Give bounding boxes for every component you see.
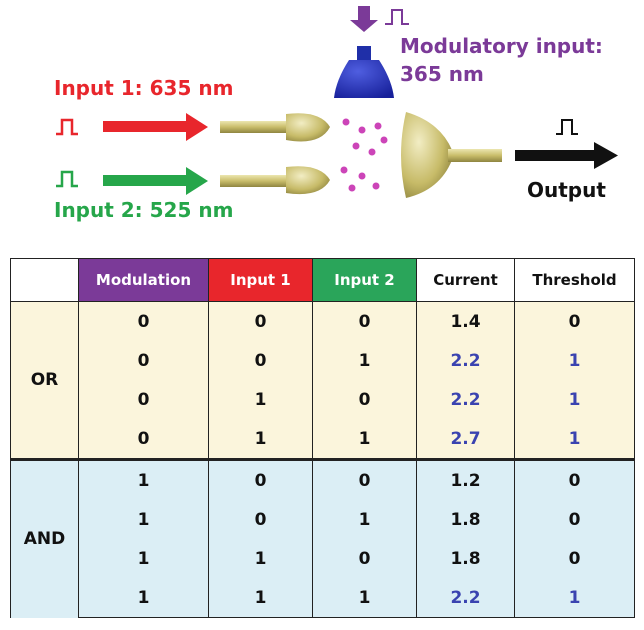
postsynaptic-terminal: [401, 112, 502, 198]
cell-input2: 1: [312, 578, 417, 618]
cell-threshold: 1: [514, 380, 635, 419]
group-label-and: AND: [10, 458, 79, 618]
cell-input1: 1: [208, 419, 313, 460]
table-row: 1 1 0 1.8 0: [11, 539, 635, 578]
table-row: AND 1 0 0 1.2 0: [10, 458, 635, 618]
header-input2: Input 2: [312, 258, 417, 302]
truth-table: Modulation Input 1 Input 2 Current Thres…: [10, 258, 635, 618]
table-row: 0 0 1 2.2 1: [11, 341, 635, 380]
input2-label: Input 2: 525 nm: [54, 198, 234, 222]
input1-label: Input 1: 635 nm: [54, 76, 234, 100]
cell-current: 2.7: [416, 419, 515, 460]
modulatory-label-line2: 365 nm: [400, 62, 484, 86]
cell-threshold: 0: [514, 500, 635, 539]
input2-pulse-icon: [56, 170, 78, 188]
output-pulse-icon: [556, 119, 578, 135]
cell-modulation: 0: [78, 419, 209, 460]
cell-input2: 0: [312, 380, 417, 419]
cell-input1: 0: [208, 500, 313, 539]
table-row: OR 0 0 0 1.4 0: [10, 301, 635, 460]
cell-input2: 1: [312, 500, 417, 539]
header-blank-cell: [10, 258, 79, 302]
group-label-or: OR: [10, 301, 79, 460]
cell-modulation: 1: [78, 539, 209, 578]
uv-lamp-icon: [334, 46, 394, 98]
table-row: 0 1 0 2.2 1: [11, 380, 635, 419]
cell-current: 1.8: [416, 539, 515, 578]
cell-input2: 0: [312, 539, 417, 578]
cell-modulation: 1: [78, 578, 209, 618]
input2-arrow: [103, 167, 208, 195]
header-current: Current: [416, 258, 515, 302]
cell-threshold: 0: [514, 301, 635, 341]
table-row: 1 0 1 1.8 0: [11, 500, 635, 539]
cell-input1: 0: [208, 301, 313, 341]
cell-input2: 1: [312, 419, 417, 460]
neurotransmitter-particles: [340, 118, 388, 192]
cell-threshold: 0: [514, 539, 635, 578]
cell-current: 2.2: [416, 341, 515, 380]
output-label: Output: [527, 178, 606, 202]
presynaptic-terminal-1: [220, 113, 330, 142]
cell-input1: 1: [208, 539, 313, 578]
header-modulation: Modulation: [78, 258, 209, 302]
diagram-graphics: [56, 6, 618, 198]
cell-threshold: 1: [514, 578, 635, 618]
cell-input1: 1: [208, 380, 313, 419]
output-arrow: [515, 142, 618, 169]
input1-pulse-icon: [56, 118, 78, 136]
cell-current: 2.2: [416, 380, 515, 419]
modulatory-arrow: [350, 6, 378, 32]
header-threshold: Threshold: [514, 258, 635, 302]
cell-current: 1.4: [416, 301, 515, 341]
cell-input1: 1: [208, 578, 313, 618]
input1-arrow: [103, 113, 208, 141]
cell-input1: 0: [208, 341, 313, 380]
cell-modulation: 0: [78, 301, 209, 341]
table-header-row: Modulation Input 1 Input 2 Current Thres…: [10, 258, 635, 302]
synapse-diagram: Input 1: 635 nm Input 2: 525 nm Modulato…: [0, 0, 644, 250]
table-row: 1 1 1 2.2 1: [11, 578, 635, 618]
cell-modulation: 1: [78, 500, 209, 539]
cell-threshold: 1: [514, 419, 635, 460]
cell-modulation: 1: [78, 458, 209, 500]
cell-modulation: 0: [78, 341, 209, 380]
cell-current: 1.8: [416, 500, 515, 539]
cell-current: 2.2: [416, 578, 515, 618]
cell-current: 1.2: [416, 458, 515, 500]
cell-threshold: 1: [514, 341, 635, 380]
cell-input2: 0: [312, 458, 417, 500]
cell-modulation: 0: [78, 380, 209, 419]
cell-input2: 1: [312, 341, 417, 380]
modulatory-label-line1: Modulatory input:: [400, 34, 603, 58]
presynaptic-terminal-2: [220, 166, 330, 195]
cell-threshold: 0: [514, 458, 635, 500]
modulatory-pulse-icon: [385, 9, 409, 25]
header-input1: Input 1: [208, 258, 313, 302]
cell-input1: 0: [208, 458, 313, 500]
cell-input2: 0: [312, 301, 417, 341]
table-row: 0 1 1 2.7 1: [11, 419, 635, 460]
